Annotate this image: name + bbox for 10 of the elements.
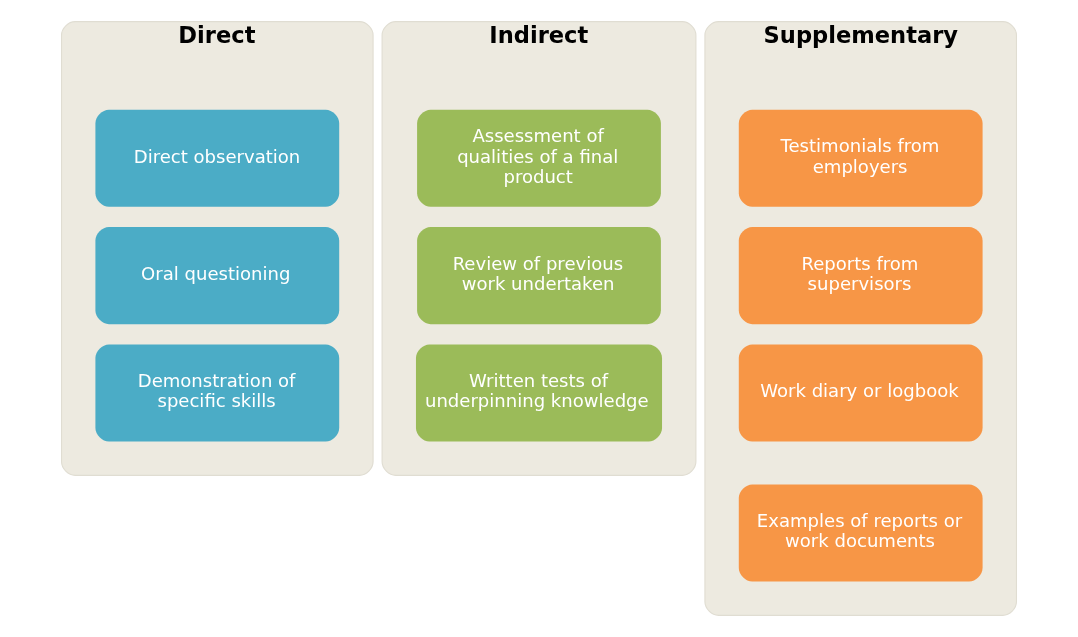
node-box: Direct observation (95, 109, 340, 207)
node-box: Oral questioning (95, 227, 340, 325)
node-box: Examples of reports or work documents (738, 484, 983, 582)
node-box: Assessment of qualities of a final product (417, 109, 661, 207)
node-box: Testimonials from employers (738, 109, 983, 207)
node-box: Written tests of underpinning knowledge (415, 344, 663, 442)
node-box: Work diary or logbook (738, 344, 983, 442)
node-box: Demonstration of specific skills (95, 344, 340, 442)
node-box: Reports from supervisors (738, 227, 983, 325)
node-box: Review of previous work undertaken (417, 227, 661, 325)
